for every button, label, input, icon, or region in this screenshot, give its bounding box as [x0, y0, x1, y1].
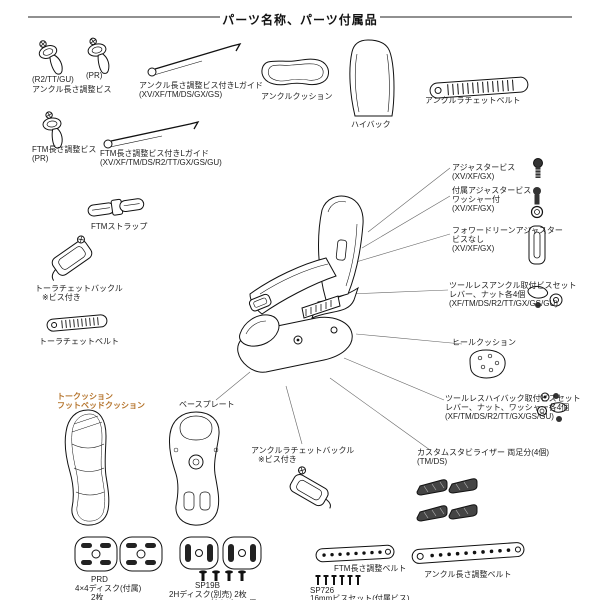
ankle-adjust-belt-icon: [411, 542, 525, 564]
callout-lines: [215, 167, 463, 451]
label-ftm-lguide: FTM長さ調整ビス付きLガイド: [100, 149, 209, 158]
label-ankle-lguide: アンクル長さ調整ビス付きLガイド: [139, 81, 263, 90]
label-baseplate: ベースプレート: [179, 400, 235, 409]
label-toolless-ankle: ツールレスアンクル取付ビスセット: [449, 281, 577, 290]
label-included-adjuster-variants: (XV/XF/GX): [452, 204, 495, 213]
label-toe-ratchet-buckle-note: ※ビス付き: [42, 293, 81, 302]
ankle-cushion-icon: [261, 58, 329, 86]
page-title: パーツ名称、パーツ付属品: [222, 13, 378, 27]
label-forward-lean-sub: ビスなし: [452, 235, 484, 244]
ftm-lguide-icon: [103, 120, 200, 149]
label-ftm-lguide-variants: (XV/XF/TM/DS/R2/TT/GX/GS/GU): [100, 158, 222, 167]
ftm-strap-icon: [87, 198, 145, 217]
label-ankle-lguide-variants: (XV/XF/TM/DS/GX/GS): [139, 90, 223, 99]
ankle-ratchet-buckle-icon: [289, 466, 331, 509]
label-forward-lean-variants: (XV/XF/GX): [452, 244, 495, 253]
label-ankle-adjust-screw: アンクル長さ調整ビス: [32, 85, 112, 94]
label-highback: ハイバック: [351, 120, 391, 129]
label-ankle-ratchet-belt: アンクルラチェットベルト: [425, 96, 521, 105]
custom-stabilizer-icon: [416, 478, 478, 522]
sp19b-disc-icons: [179, 536, 262, 570]
label-prd-qty: 2枚: [91, 593, 104, 600]
label-sp726-desc: 16mmビスセット(付属ビス): [310, 594, 410, 600]
label-toolless-highback-sub: レバー、ナット、ワッシャー各4個: [445, 403, 570, 412]
label-ftm-adjust-screw-variants: (PR): [32, 154, 49, 163]
label-custom-stabilizer: カスタムスタビライザー 両足分(4個): [417, 448, 549, 457]
toolless-highback-set-icon: [536, 392, 568, 422]
ftm-adjust-belt-icon: [315, 544, 395, 563]
footbed-cushion-icon: [64, 409, 110, 526]
label-toe-ratchet-belt: トーラチェットベルト: [39, 337, 119, 346]
label-ankle-cushion: アンクルクッション: [261, 92, 333, 101]
label-toolless-ankle-sub: レバー、ナット各4個: [449, 290, 526, 299]
baseplate-icon: [169, 411, 220, 526]
label-toe-ratchet-buckle: トーラチェットバックル: [35, 284, 123, 293]
label-ankle-ratchet-buckle: アンクルラチェットバックル: [251, 446, 355, 455]
ankle-lguide-icon: [147, 42, 242, 77]
sp19b-washer-screw-icons: [199, 570, 246, 581]
toe-ratchet-buckle-icon: [51, 235, 93, 281]
label-toolless-ankle-variants: (XF/TM/DS/R2/TT/GX/GS/GU): [449, 299, 558, 308]
label-toe-cushion-line1: トークッション: [57, 392, 113, 401]
ankle-adjust-screw-pr-icon: [87, 37, 110, 74]
adjuster-screw-icon: [533, 158, 543, 178]
label-sp726-code: SP726: [310, 586, 335, 595]
label-included-adjuster: 付属アジャスタービス: [452, 186, 532, 195]
label-custom-stabilizer-variants: (TM/DS): [417, 457, 448, 466]
label-prd-desc: 4×4ディスク(付属): [75, 584, 142, 593]
label-ankle-screw-variant-a: (R2/TT/GU): [32, 75, 74, 84]
label-sp19b-desc: 2Hディスク(別売) 2枚: [169, 590, 247, 599]
label-ftm-adjust-belt: FTM長さ調整ベルト: [334, 564, 407, 573]
sp726-screw-icons: [315, 575, 361, 585]
heel-cushion-icon: [469, 349, 506, 379]
ankle-adjust-screw-r2-icon: [38, 40, 63, 75]
label-prd-code: PRD: [91, 575, 108, 584]
ftm-adjust-screw-icon: [42, 111, 63, 149]
label-ankle-adjust-belt: アンクル長さ調整ベルト: [424, 570, 512, 579]
label-forward-lean: フォワードリーンアジャスター: [452, 226, 563, 235]
label-adjuster-screw-variants: (XV/XF/GX): [452, 172, 495, 181]
ankle-ratchet-belt-icon: [429, 76, 529, 99]
label-toolless-highback-variants: (XF/TM/DS/R2/TT/GX/GS/GU): [445, 412, 554, 421]
label-toe-cushion-line2: フットベッドクッション: [57, 401, 145, 410]
binding-assembly-illustration: [237, 195, 364, 373]
forward-lean-adjuster-icon: [528, 225, 546, 265]
label-adjuster-screw: アジャスタービス: [452, 163, 516, 172]
label-included-adjuster-sub: ワッシャー付: [452, 195, 500, 204]
prd-disc-icons: [74, 536, 163, 572]
highback-icon: [349, 39, 395, 117]
label-toolless-highback: ツールレスハイバック取付ビスセット: [445, 394, 581, 403]
toolless-ankle-set-icon: [527, 285, 563, 308]
label-heel-cushion: ヒールクッション: [452, 338, 516, 347]
label-ftm-strap: FTMストラップ: [91, 222, 148, 231]
toe-ratchet-belt-icon: [46, 314, 108, 332]
included-adjuster-screw-icon: [530, 187, 544, 219]
label-ankle-screw-variant-b: (PR): [86, 71, 103, 80]
label-ankle-ratchet-buckle-note: ※ビス付き: [258, 455, 297, 464]
label-ftm-adjust-screw: FTM長さ調整ビス: [32, 145, 97, 154]
label-sp19b-code: SP19B: [195, 581, 220, 590]
